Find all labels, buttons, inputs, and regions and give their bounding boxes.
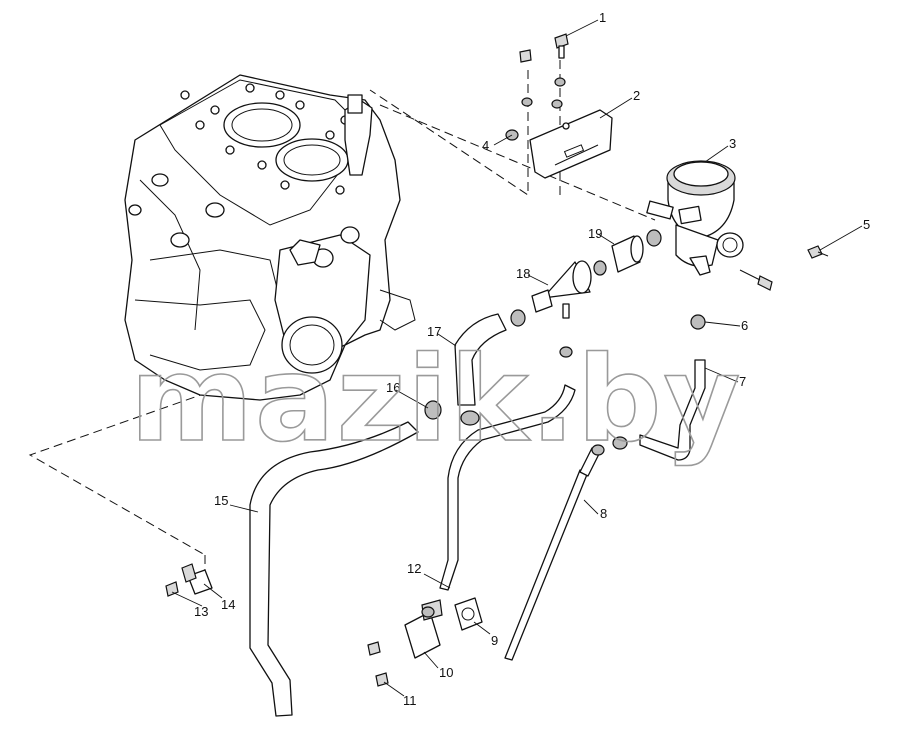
callout-11: 11 (403, 693, 417, 708)
tube-12 (439, 346, 576, 591)
callout-15: 15 (214, 493, 228, 508)
callout-1: 1 (599, 10, 606, 25)
callout-19: 19 (588, 226, 602, 241)
bolt-1 (551, 33, 569, 109)
elbow-hose-17 (454, 313, 507, 426)
clamp-16 (424, 400, 442, 420)
callout-16: 16 (386, 380, 400, 395)
callout-5: 5 (863, 217, 870, 232)
oil-separator (646, 160, 773, 291)
callout-7: 7 (739, 374, 746, 389)
callout-13: 13 (194, 604, 208, 619)
funnel-18 (510, 260, 592, 327)
engine-block (124, 74, 416, 401)
bolts-11 (367, 641, 389, 687)
pipe-7 (612, 359, 706, 461)
watermark-text: mazik.by (130, 330, 742, 468)
callout-8: 8 (600, 506, 607, 521)
callout-6: 6 (741, 318, 748, 333)
dipstick-tube-8 (504, 444, 605, 661)
callout-10: 10 (439, 665, 453, 680)
callout-18: 18 (516, 266, 530, 281)
hose-15 (249, 421, 419, 717)
bolt-13 (165, 581, 179, 597)
callout-12: 12 (407, 561, 421, 576)
callout-3: 3 (729, 136, 736, 151)
leader-lines (171, 19, 863, 697)
callout-2: 2 (633, 88, 640, 103)
clip-14 (181, 563, 213, 595)
clamp-6 (690, 314, 706, 330)
gasket-9 (454, 597, 483, 631)
bolt-5 (807, 245, 829, 259)
callout-9: 9 (491, 633, 498, 648)
callout-14: 14 (221, 597, 235, 612)
callout-17: 17 (427, 324, 441, 339)
hose-19 (593, 229, 662, 276)
mounting-bracket (529, 109, 613, 179)
callout-numbers: 1 2 3 4 5 6 7 8 9 10 11 12 13 14 15 16 1… (194, 10, 870, 708)
callout-4: 4 (482, 138, 489, 153)
housing-10 (404, 599, 443, 659)
